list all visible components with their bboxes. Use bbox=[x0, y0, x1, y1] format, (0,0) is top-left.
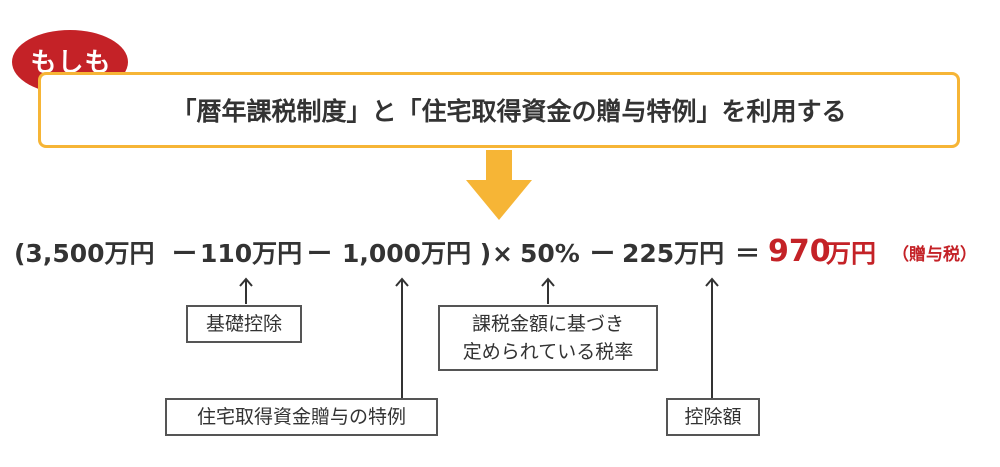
label-housing-special: 住宅取得資金贈与の特例 bbox=[165, 398, 438, 436]
label-basic-deduction: 基礎控除 bbox=[186, 305, 302, 343]
formula-term-basic-deduction: 110万円 bbox=[200, 239, 303, 268]
label-tax-rate: 課税金額に基づき 定められている税率 bbox=[438, 305, 658, 371]
formula-result-note: （贈与税） bbox=[892, 245, 977, 265]
formula-result-value: 970 bbox=[768, 234, 831, 269]
formula-times: × bbox=[492, 239, 513, 268]
formula-term-deduction-amount: 225万円 bbox=[622, 239, 725, 268]
label-tax-rate-line2: 定められている税率 bbox=[462, 341, 634, 363]
scenario-banner: 「暦年課税制度」と「住宅取得資金の贈与特例」を利用する bbox=[38, 72, 960, 148]
tax-formula: (3,500万円 ー 110万円 ー 1,000万円 ) × 50% ー 225… bbox=[0, 234, 1000, 274]
label-tax-rate-line1: 課税金額に基づき bbox=[471, 313, 624, 335]
down-arrow-icon bbox=[466, 150, 532, 220]
formula-equals: ＝ bbox=[735, 239, 761, 268]
label-basic-deduction-text: 基礎控除 bbox=[205, 313, 282, 335]
formula-minus-2: ー bbox=[307, 239, 333, 268]
formula-result-unit: 万円 bbox=[826, 239, 877, 268]
label-housing-special-text: 住宅取得資金贈与の特例 bbox=[196, 406, 406, 428]
formula-term-gift-amount: (3,500万円 bbox=[14, 239, 155, 268]
formula-minus-3: ー bbox=[590, 239, 616, 268]
formula-tax-rate: 50% bbox=[520, 239, 580, 268]
formula-term-housing-special: 1,000万円 ) bbox=[342, 239, 492, 268]
formula-minus-1: ー bbox=[172, 239, 198, 268]
label-deduction-amount-text: 控除額 bbox=[684, 406, 742, 428]
label-deduction-amount: 控除額 bbox=[666, 398, 760, 436]
banner-text: 「暦年課税制度」と「住宅取得資金の贈与特例」を利用する bbox=[171, 97, 847, 126]
